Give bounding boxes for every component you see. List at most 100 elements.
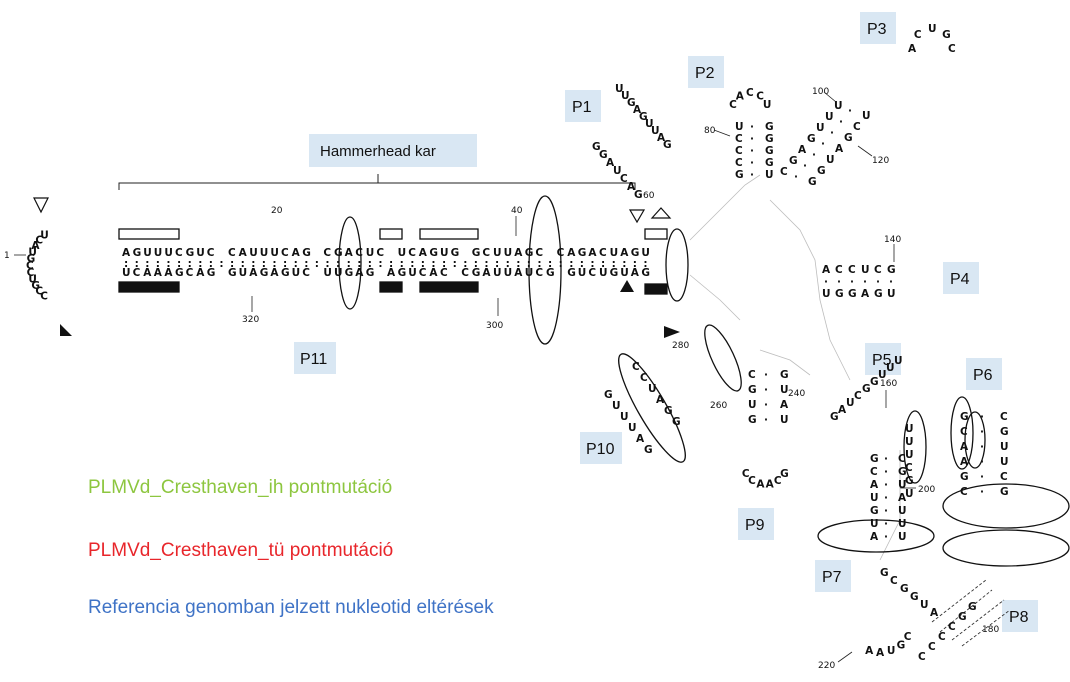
p5-nt: G [870,376,879,388]
p11-upper-nt: A [419,247,428,259]
p9-loop-nt: C [774,475,782,487]
p1-nt: U [615,83,624,95]
p11-lower-nt: A [514,267,523,279]
p11-pair: : [622,258,626,270]
p11-lower-nt: U [239,267,248,279]
p9-loop-nt: C [742,468,750,480]
p11-lower-nt: U [599,267,608,279]
p11-upper-nt: U [249,247,258,259]
svg-text:P1: P1 [572,99,592,116]
p11-left-loop-nt: U [28,274,37,286]
p9-right-nt: U [780,384,789,396]
p11-lower-nt: A [270,267,279,279]
p11-lower-nt: U [408,267,417,279]
svg-text:P10: P10 [586,441,615,458]
p8-nt: G [910,591,919,603]
p8-nt2: C [948,621,956,633]
p11-lower-nt: C [133,267,141,279]
legend-blue: Referencia genomban jelzett nukleotid el… [88,597,494,618]
svg-text:180: 180 [982,625,999,635]
p11-lower-nt: A [429,267,438,279]
p2-loop-nt: A [736,90,745,102]
p11-lower-nt: G [567,267,576,279]
p6-right-nt: U [1000,456,1009,468]
p4-pair: · [889,276,893,288]
p4-upper-nt: A [822,264,831,276]
p11-pair: : [580,258,584,270]
p5-col-nt: U [905,423,914,435]
p11-left-loop-nt: G [31,280,40,292]
p11-pair: : [506,258,510,270]
p9-label: P9 [738,508,774,540]
p6-label: P6 [966,358,1002,390]
p1-nt: A [657,132,666,144]
p2-loop-nt: U [763,99,772,111]
p4-upper-nt: G [887,264,896,276]
p2-right-nt: G [765,133,774,145]
p8-nt2: G [968,601,977,613]
p8-nt: G [900,583,909,595]
p6-pair: · [980,456,984,468]
p4-upper-nt: U [861,264,870,276]
p8-nt: U [920,599,929,611]
p11-pair: : [124,258,128,270]
p11-lower-nt: U [504,267,513,279]
p6-right-nt: C [1000,471,1008,483]
p5-col-nt: U [905,449,914,461]
p7-right-nt: A [898,492,907,504]
p11-lower-nt: U [334,267,343,279]
p6-left-nt: G [960,411,969,423]
p11-upper-nt: G [525,247,534,259]
svg-text:300: 300 [486,321,503,331]
p11-upper-nt: U [641,247,650,259]
p9-right-nt: U [780,414,789,426]
p7-right-nt: U [898,518,907,530]
p11-upper-nt: U [610,247,619,259]
p3-pair: · [803,160,807,172]
p11-pair: : [442,258,446,270]
p11-lower-nt: C [440,267,448,279]
cleavage-markers [33,197,680,338]
p11-upper-nt: U [440,247,449,259]
p4-pair: · [863,276,867,288]
p7-pair: · [884,505,888,517]
p3-left-nt: C [780,166,788,178]
svg-text:220: 220 [818,661,835,671]
p2-left-nt: C [735,157,743,169]
p3-left-nt: G [807,133,816,145]
svg-text:60: 60 [643,191,655,201]
p4-lower-nt: G [848,288,857,300]
p4-pair: · [824,276,828,288]
p11-upper-nt: A [292,247,301,259]
p11-upper-nt: U [154,247,163,259]
p11-pair: : [272,258,276,270]
hammerhead-label: Hammerhead kar [320,143,436,160]
p11-pair: : [219,258,223,270]
p2-label: P2 [688,56,724,88]
p8-nt2: C [938,631,946,643]
p11-lower-nt: A [482,267,491,279]
p10-nt2: A [636,433,645,445]
p3-loop-nt: C [914,29,922,41]
p10-nt2: G [604,389,613,401]
p11-lower-nt: G [641,267,650,279]
p7-pair: · [884,518,888,530]
p4-lower-nt: A [861,288,870,300]
p1-nt: G [627,97,636,109]
p11-upper-nt: C [557,247,565,259]
p11-lower-nt: G [281,267,290,279]
p11-pair: : [294,258,298,270]
p11-upper-nt: A [567,247,576,259]
p2-left-nt: C [735,133,743,145]
p11-upper-nt: U [164,247,173,259]
p11-pair: : [484,258,488,270]
p11-upper-nt: C [228,247,236,259]
p11-upper-nt: A [239,247,248,259]
p11-upper-nt: G [472,247,481,259]
p11-pair: : [251,258,255,270]
p11-upper-nt: U [504,247,513,259]
p11-upper-nt: C [207,247,215,259]
p8-loop-nt: C [904,631,912,643]
p11-pair: : [590,258,594,270]
p10-nt2: G [644,444,653,456]
